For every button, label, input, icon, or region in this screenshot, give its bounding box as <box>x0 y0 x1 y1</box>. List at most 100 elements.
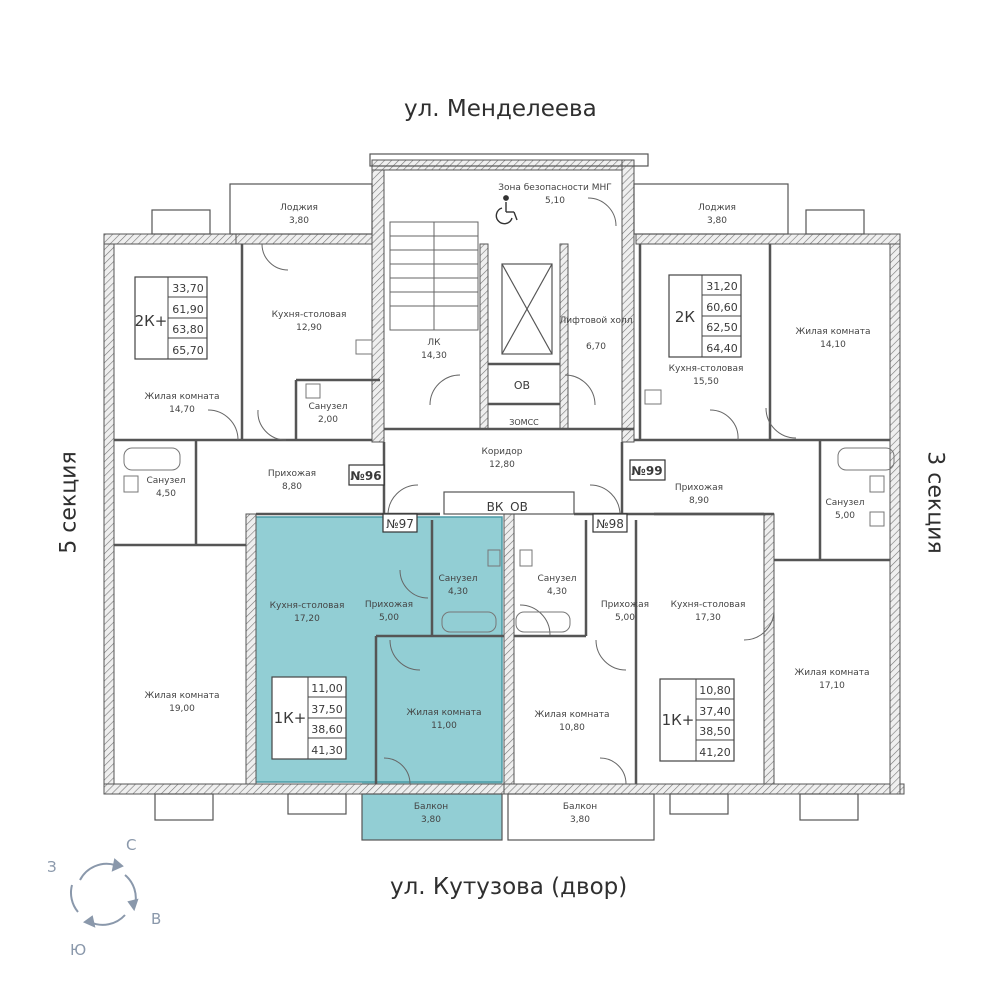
apt-area-4: 41,20 <box>699 746 731 759</box>
apt-area-1: 31,20 <box>706 280 738 293</box>
tag-n97-text: №97 <box>386 517 414 531</box>
room-area: 12,80 <box>489 460 515 470</box>
room-name: Санузел <box>537 574 576 584</box>
room-area: 17,20 <box>294 614 320 624</box>
room-name: Лоджия <box>280 203 318 213</box>
street-south-label: ул. Кутузова (двор) <box>390 874 628 900</box>
apt-area-1: 10,80 <box>699 684 731 697</box>
room-area: 17,30 <box>695 613 721 623</box>
room-name: Жилая комната <box>145 392 220 402</box>
compass-arrows-icon <box>69 858 139 928</box>
compass-south: Ю <box>70 941 86 959</box>
tag-n96-text: №96 <box>350 469 381 483</box>
apt-area-3: 63,80 <box>172 323 204 336</box>
apt-area-2: 60,60 <box>706 301 738 314</box>
balconies <box>151 153 865 841</box>
room-name: Лоджия <box>698 203 736 213</box>
apt-table-2k-plus-left[interactable]: 2К+ 33,70 61,90 63,80 65,70 <box>134 276 208 360</box>
apt-area-2: 37,40 <box>699 705 731 718</box>
door-swings <box>207 197 797 785</box>
room-area: 3,80 <box>421 815 441 825</box>
tag-n98-text: №98 <box>596 517 624 531</box>
room-area: 10,80 <box>559 723 585 733</box>
apt-table-2k-right[interactable]: 2К 31,20 60,60 62,50 64,40 <box>668 274 742 358</box>
apt-area-4: 64,40 <box>706 342 738 355</box>
room-area: 4,50 <box>156 489 176 499</box>
room-name: Прихожая <box>365 600 413 610</box>
room-name: ЛК <box>427 338 441 348</box>
room-area: 3,80 <box>289 216 309 226</box>
room-name: Зона безопасности МНГ <box>498 183 612 193</box>
room-area: 8,90 <box>689 496 709 506</box>
tag-n99[interactable]: №99 <box>629 459 666 481</box>
tag-n97[interactable]: №97 <box>382 513 418 533</box>
room-name: Кухня-столовая <box>669 364 744 374</box>
apt-area-2: 61,90 <box>172 303 204 316</box>
room-area: 8,80 <box>282 482 302 492</box>
apt-type: 2К <box>675 308 696 326</box>
room-area: 4,30 <box>547 587 567 597</box>
apt-area-3: 38,50 <box>699 725 731 738</box>
wheelchair-icon <box>495 195 518 225</box>
room-area: 19,00 <box>169 704 195 714</box>
room-name: Жилая комната <box>145 691 220 701</box>
fixtures <box>123 339 895 633</box>
apt-type: 1К+ <box>274 709 307 727</box>
shaft-ov-label: ОВ <box>510 500 528 514</box>
room-name: Санузел <box>308 402 347 412</box>
room-area: 5,10 <box>545 196 565 206</box>
apt-area-3: 62,50 <box>706 321 738 334</box>
room-area: 14,70 <box>169 405 195 415</box>
room-name: Кухня-столовая <box>270 601 345 611</box>
room-name: Санузел <box>438 574 477 584</box>
tag-n96[interactable]: №96 <box>348 464 385 486</box>
room-name: Жилая комната <box>796 327 871 337</box>
room-area: 14,10 <box>820 340 846 350</box>
shaft-ov2-label: ОВ <box>514 379 530 392</box>
room-name: Коридор <box>482 447 523 457</box>
room-name: Прихожая <box>601 600 649 610</box>
shaft-vk-label: ВК <box>487 500 504 514</box>
compass-north: С <box>126 836 136 854</box>
apt-area-4: 65,70 <box>172 344 204 357</box>
exterior-walls <box>103 159 905 795</box>
room-name: Жилая комната <box>795 668 870 678</box>
street-north-label: ул. Менделеева <box>404 96 597 122</box>
apt-table-1k-plus-98[interactable]: 1К+ 10,80 37,40 38,50 41,20 <box>659 678 735 762</box>
room-name: Санузел <box>146 476 185 486</box>
apt-area-4: 41,30 <box>311 744 343 757</box>
apt-type: 2К+ <box>135 312 168 330</box>
room-area: 15,50 <box>693 377 719 387</box>
room-area: 14,30 <box>421 351 447 361</box>
room-area: 5,00 <box>615 613 635 623</box>
room-name: Лифтовой холл <box>560 316 633 326</box>
room-labels: Лоджия 3,80 Зона безопасности МНГ 5,10 Л… <box>145 183 871 825</box>
apt-type: 1К+ <box>662 711 695 729</box>
apt-area-2: 37,50 <box>311 703 343 716</box>
interior-walls <box>114 244 890 784</box>
room-area: 4,30 <box>448 587 468 597</box>
compass-east: В <box>151 910 161 928</box>
room-area: 11,00 <box>431 721 457 731</box>
staircase <box>389 221 479 331</box>
room-name: Кухня-столовая <box>671 600 746 610</box>
apt-area-1: 11,00 <box>311 682 343 695</box>
zomss-label: ЗОМСС <box>509 418 539 427</box>
room-area: 17,10 <box>819 681 845 691</box>
room-name: Жилая комната <box>535 710 610 720</box>
room-area: 2,00 <box>318 415 338 425</box>
apt-area-1: 33,70 <box>172 282 204 295</box>
room-area: 5,00 <box>835 511 855 521</box>
room-name: Прихожая <box>675 483 723 493</box>
room-name: Балкон <box>414 802 448 812</box>
room-name: Санузел <box>825 498 864 508</box>
room-area: 5,00 <box>379 613 399 623</box>
room-area: 3,80 <box>570 815 590 825</box>
room-area: 6,70 <box>586 342 606 352</box>
compass: С З В Ю <box>47 836 161 959</box>
tag-n98[interactable]: №98 <box>592 513 628 533</box>
tag-n99-text: №99 <box>631 464 662 478</box>
room-name: Прихожая <box>268 469 316 479</box>
apt-table-1k-plus-97[interactable]: 1К+ 11,00 37,50 38,60 41,30 <box>271 676 347 760</box>
